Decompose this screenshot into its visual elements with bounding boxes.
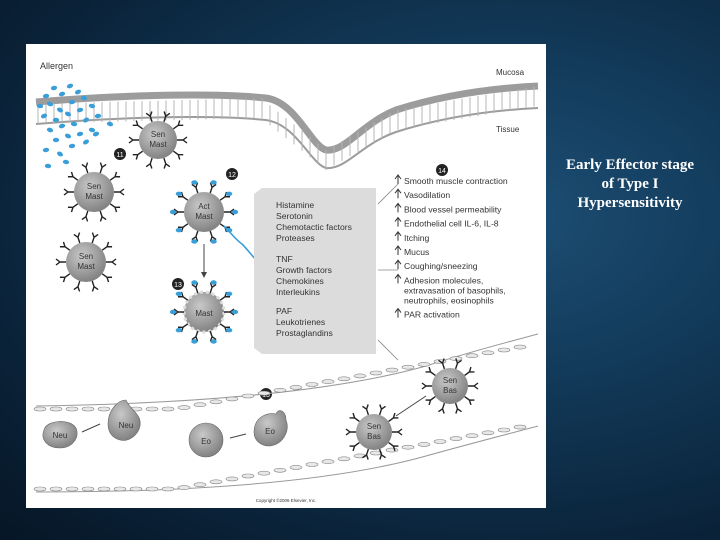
svg-text:Sen: Sen: [443, 376, 457, 385]
sen-mast-cell-2: Sen Mast: [64, 163, 124, 222]
neu-cell-2: Neu: [108, 400, 140, 440]
svg-text:Mast: Mast: [195, 212, 213, 221]
mediator-histamine: Histamine: [276, 200, 314, 210]
mediator-serotonin: Serotonin: [276, 211, 313, 221]
step-14-marker: 14: [436, 164, 448, 176]
svg-text:Sen: Sen: [151, 130, 165, 139]
bas-arrow: [396, 396, 426, 416]
act-mast-cell: Act Mast: [170, 180, 238, 243]
svg-text:Bas: Bas: [367, 432, 381, 441]
effect-item: Coughing/sneezing: [404, 261, 478, 271]
copyright-text: Copyright ©2006 Elsevier, Inc.: [256, 497, 317, 503]
title-line-1: Early Effector stage: [548, 156, 712, 175]
effect-item: Blood vessel permeability: [404, 204, 502, 214]
effect-item: Vasodilation: [404, 190, 450, 200]
effect-item: neutrophils, eosinophils: [404, 295, 494, 305]
eo-cell-1: Eo: [189, 423, 223, 457]
effect-item: Adhesion molecules,: [404, 275, 483, 285]
degranulated-mast-cell: Mast: [170, 280, 238, 343]
sen-mast-cell-3: Sen Mast: [56, 233, 116, 292]
effect-item: PAR activation: [404, 310, 460, 320]
mediator-growth-factors: Growth factors: [276, 265, 332, 275]
svg-text:Eo: Eo: [201, 437, 211, 446]
tissue-label: Tissue: [496, 125, 520, 134]
svg-text:Eo: Eo: [265, 427, 275, 436]
svg-text:Bas: Bas: [443, 386, 457, 395]
neu-cell-1: Neu: [43, 421, 77, 448]
effect-item: Mucus: [404, 247, 429, 257]
svg-text:Sen: Sen: [367, 422, 381, 431]
svg-text:Mast: Mast: [149, 140, 167, 149]
sen-bas-cell-2: Sen Bas: [422, 358, 478, 413]
mediator-paf: PAF: [276, 306, 292, 316]
svg-text:14: 14: [438, 168, 446, 175]
mediator-chemotactic: Chemotactic factors: [276, 222, 352, 232]
slide-title: Early Effector stage of Type I Hypersens…: [548, 156, 712, 213]
title-line-2: of Type I: [548, 175, 712, 194]
mucosa-layer: [36, 86, 538, 170]
svg-text:Act: Act: [198, 202, 210, 211]
step-13-marker: 13: [172, 278, 184, 290]
mediator-box: Histamine Serotonin Chemotactic factors …: [254, 184, 398, 360]
mucosa-label: Mucosa: [496, 68, 525, 77]
effect-item: Smooth muscle contraction: [404, 176, 508, 186]
mediator-proteases: Proteases: [276, 233, 315, 243]
svg-text:11: 11: [116, 152, 123, 159]
mediator-prostaglandins: Prostaglandins: [276, 328, 333, 338]
effect-item: Itching: [404, 233, 430, 243]
svg-text:13: 13: [174, 282, 182, 289]
svg-text:Sen: Sen: [79, 252, 93, 261]
mediator-tnf: TNF: [276, 254, 293, 264]
allergen-label: Allergen: [40, 61, 73, 71]
svg-text:Neu: Neu: [53, 431, 68, 440]
eo-arrow: [230, 434, 246, 438]
effect-item: Endothelial cell IL-6, IL-8: [404, 219, 499, 229]
effect-item: extravasation of basophils,: [404, 285, 506, 295]
svg-text:Mast: Mast: [85, 192, 103, 201]
mediator-leukotrienes: Leukotrienes: [276, 317, 325, 327]
hypersensitivity-figure: Allergen Mucosa Tissue Sen Mast Sen Mast…: [26, 44, 546, 508]
blood-vessel: [34, 334, 538, 492]
svg-text:Neu: Neu: [119, 421, 134, 430]
mediator-interleukins: Interleukins: [276, 287, 320, 297]
eo-cell-2: Eo: [254, 411, 287, 446]
mediator-chemokines: Chemokines: [276, 276, 324, 286]
svg-text:Sen: Sen: [87, 182, 101, 191]
title-line-3: Hypersensitivity: [548, 194, 712, 213]
step-11-marker: 11: [114, 148, 126, 160]
svg-text:12: 12: [228, 172, 236, 179]
effects-list: Smooth muscle contractionVasodilationBlo…: [395, 175, 508, 320]
svg-text:Mast: Mast: [195, 309, 213, 318]
neu-arrow: [82, 424, 100, 432]
step-12-marker: 12: [226, 168, 238, 180]
svg-text:Mast: Mast: [77, 262, 95, 271]
